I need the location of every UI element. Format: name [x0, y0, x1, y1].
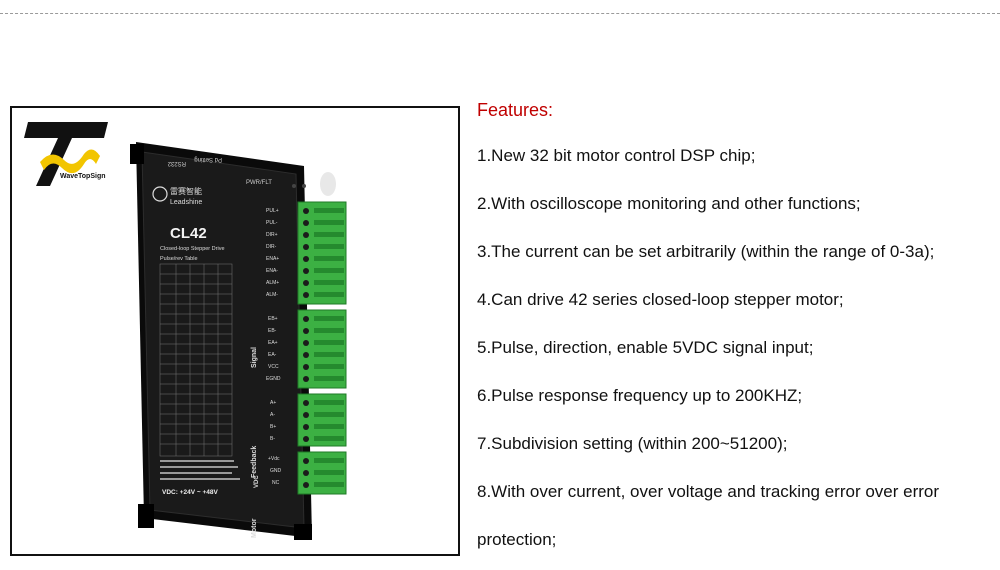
group-label-motor: Motor [251, 518, 258, 538]
wavetopsign-logo: WaveTopSign [24, 122, 108, 186]
terminal-label: A+ [270, 400, 276, 406]
terminal-label: ENA- [266, 268, 278, 274]
terminal-label: ENA+ [266, 256, 279, 262]
model-subtitle: Closed-loop Stepper Drive [160, 246, 225, 252]
terminal-label: NC [272, 480, 280, 486]
pulse-rev-table [159, 263, 233, 457]
feature-item: 1.New 32 bit motor control DSP chip; [477, 146, 756, 165]
features-panel: Features: 1.New 32 bit motor control DSP… [477, 96, 997, 564]
model-name: CL42 [170, 225, 207, 242]
led-indicator [302, 184, 306, 188]
terminal-label: PUL- [266, 220, 278, 226]
terminal-label: EGND [266, 376, 281, 382]
switch-notes [160, 460, 240, 480]
sticker [320, 172, 336, 196]
brand-name: Leadshine [170, 199, 202, 206]
product-image: WaveTopSign RS232 Pd Setting PWR/FLT 雷赛智… [10, 106, 460, 556]
led-indicator [292, 184, 296, 188]
terminal-label: B+ [270, 424, 276, 430]
terminal-label: PUL+ [266, 208, 279, 214]
terminal-label: DIR- [266, 244, 277, 250]
features-title: Features: [477, 100, 554, 120]
terminal-ribs [314, 208, 344, 487]
terminal-label: EA- [268, 352, 277, 358]
group-label-vdc: VDC [254, 475, 260, 488]
pd-setting-label: Pd Setting [194, 156, 222, 162]
terminal-labels: PUL+ PUL- DIR+ DIR- ENA+ ENA- ALM+ ALM- … [266, 208, 282, 486]
stepper-driver-illustration: WaveTopSign RS232 Pd Setting PWR/FLT 雷赛智… [24, 122, 347, 540]
pwr-flt-label: PWR/FLT [246, 180, 272, 186]
terminal-label: ALM- [266, 292, 278, 298]
terminal-label: EB- [268, 328, 277, 334]
terminal-label: ALM+ [266, 280, 279, 286]
feature-item: 5.Pulse, direction, enable 5VDC signal i… [477, 338, 814, 357]
feature-item: 7.Subdivision setting (within 200~51200)… [477, 434, 788, 453]
brand-cn: 雷赛智能 [170, 186, 202, 196]
terminal-label: A- [270, 412, 275, 418]
terminal-label: EA+ [268, 340, 278, 346]
feature-item: 8.With over current, over voltage and tr… [477, 482, 940, 549]
feature-item: 6.Pulse response frequency up to 200KHZ; [477, 386, 803, 405]
feature-list: 1.New 32 bit motor control DSP chip; 2.W… [477, 132, 997, 564]
terminal-label: GND [270, 468, 282, 474]
terminal-block-signal [297, 201, 347, 305]
group-label-signal: Signal [251, 347, 258, 368]
feature-item: 2.With oscilloscope monitoring and other… [477, 194, 861, 213]
terminal-label: DIR+ [266, 232, 278, 238]
leadshine-logo-icon [152, 186, 168, 202]
feature-item: 4.Can drive 42 series closed-loop steppe… [477, 290, 844, 309]
rs232-label: RS232 [167, 160, 186, 166]
terminal-label: VCC [268, 364, 279, 370]
logo-text: WaveTopSign [60, 173, 106, 180]
pulse-table-title: Pulse/rev Table [160, 256, 198, 262]
terminal-screws [303, 208, 309, 488]
feature-item: 3.The current can be set arbitrarily (wi… [477, 242, 935, 261]
terminal-label: EB+ [268, 316, 278, 322]
vdc-range-label: VDC: +24V ~ +48V [162, 489, 218, 496]
terminal-block-feedback [297, 309, 347, 389]
terminal-label: +Vdc [268, 456, 280, 462]
top-dashed-divider [0, 13, 1000, 14]
group-label-feedback: Feedback [251, 446, 258, 478]
terminal-label: B- [270, 436, 275, 442]
